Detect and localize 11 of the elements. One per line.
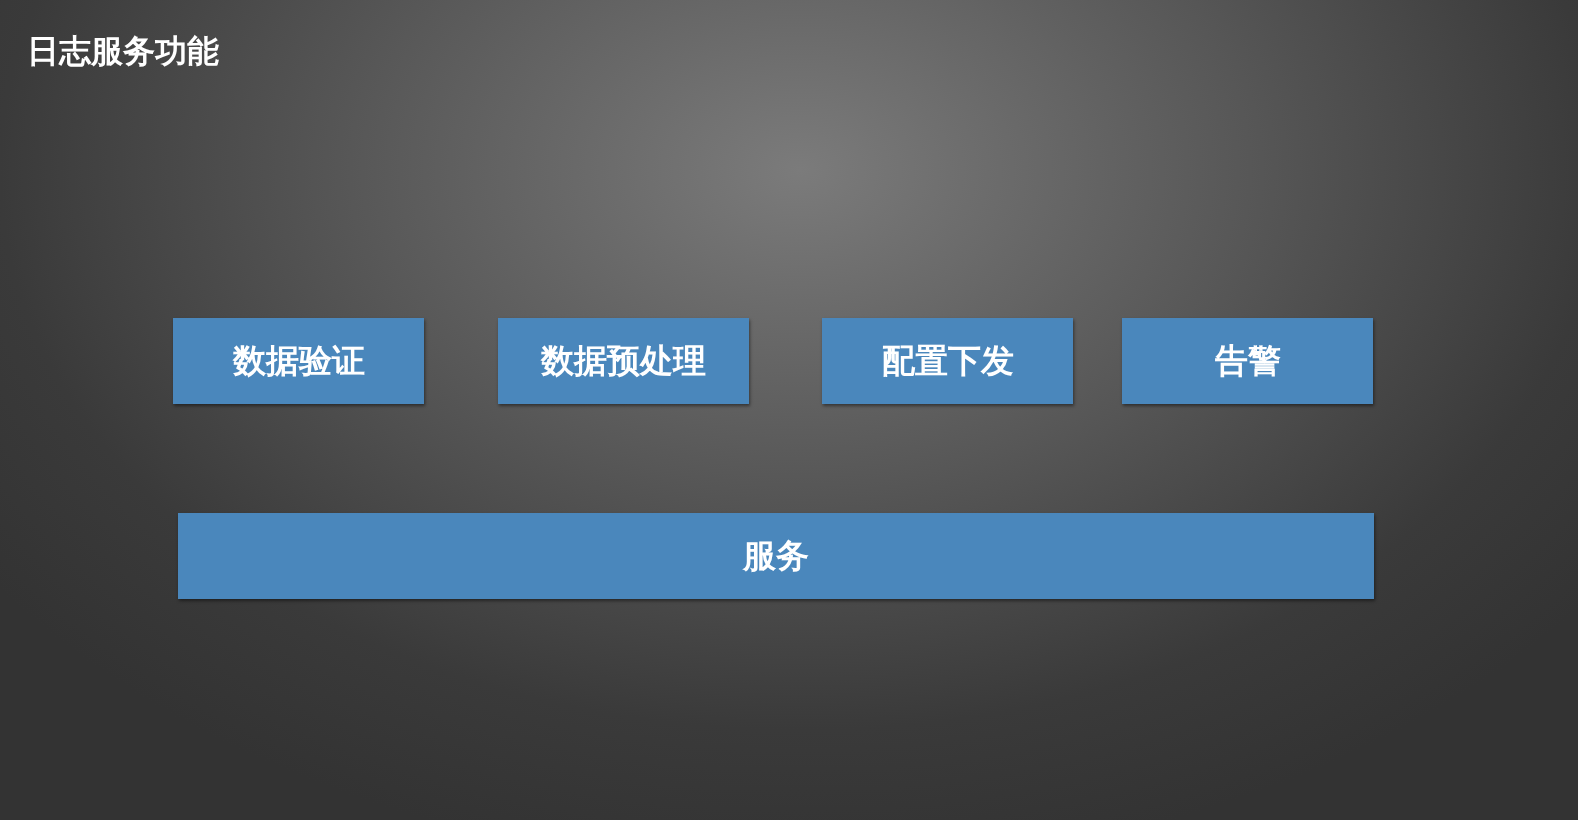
service-bar xyxy=(178,513,1374,599)
feature-box xyxy=(822,318,1073,404)
box-label: 数据预处理 xyxy=(541,339,706,382)
box-label: 配置下发 xyxy=(881,339,1014,382)
box-label: 服务 xyxy=(743,534,809,577)
feature-box xyxy=(498,318,749,404)
box-label: 数据验证 xyxy=(232,339,365,382)
box-label: 告警 xyxy=(1214,339,1281,382)
feature-box xyxy=(173,318,424,404)
feature-box xyxy=(1122,318,1373,404)
page-title: 日志服务功能 xyxy=(27,31,219,72)
